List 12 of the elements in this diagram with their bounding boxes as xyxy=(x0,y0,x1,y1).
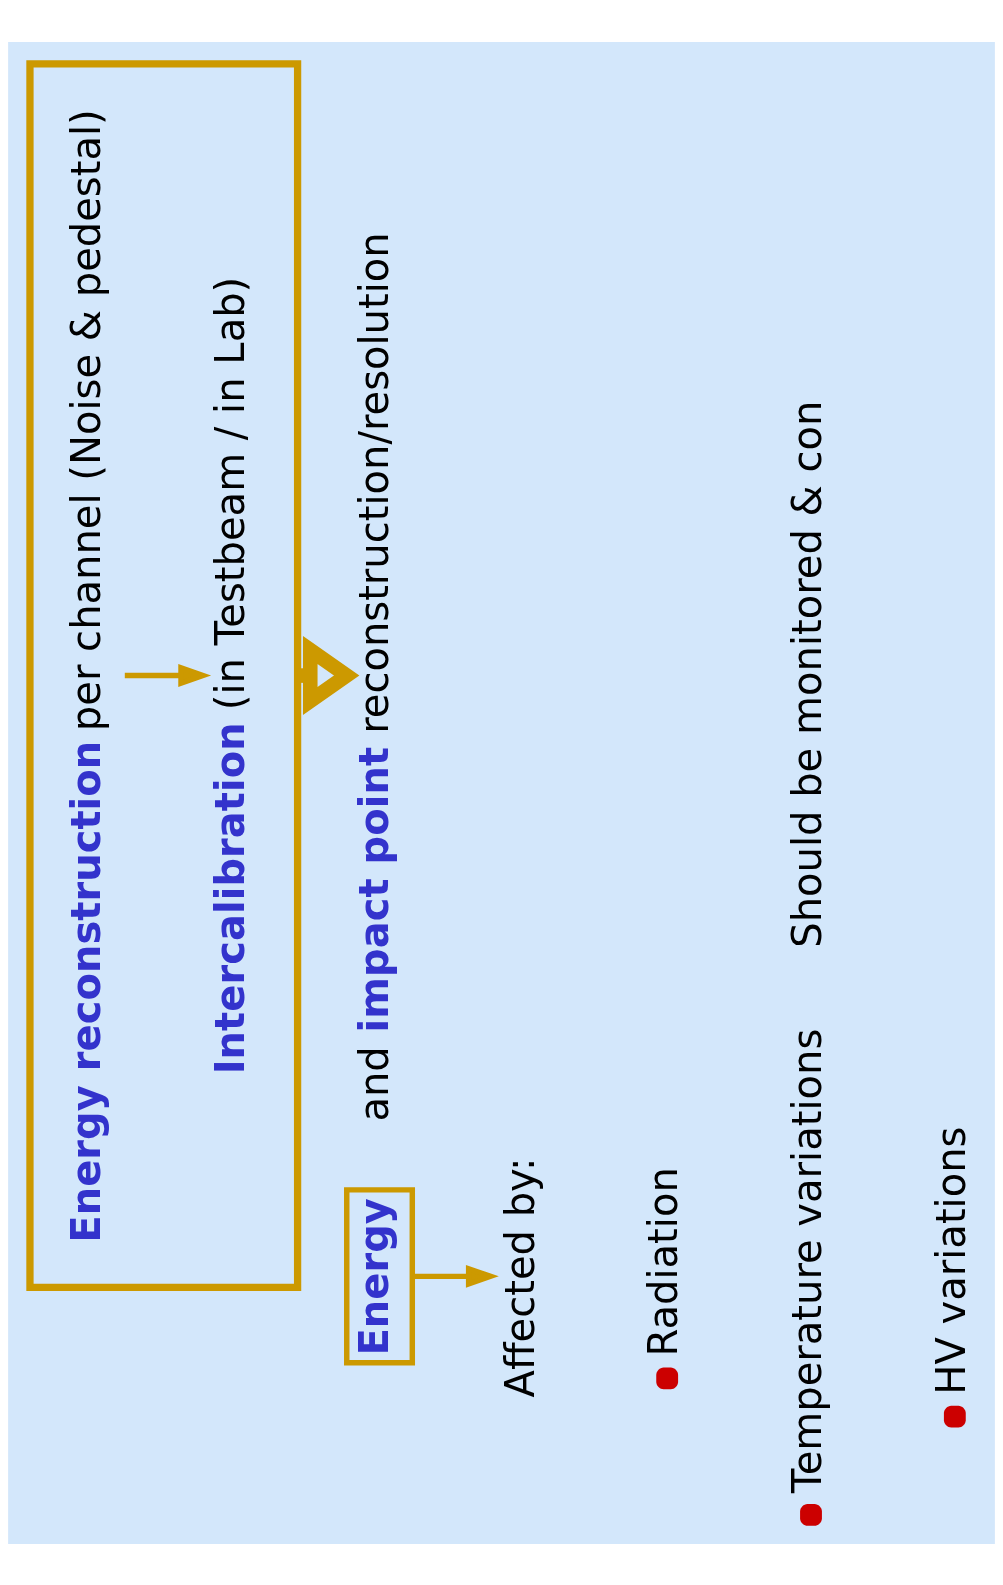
node-label: Temperature variations xyxy=(784,1028,831,1493)
cluster xyxy=(26,59,302,1291)
node-text: and impact point reconstruction/resolution xyxy=(350,231,397,1122)
label: Should be monitored & con xyxy=(784,400,831,948)
node-text: Intercalibration (in Testbeam / in Lab) xyxy=(207,276,254,1074)
arrow xyxy=(124,663,212,687)
node-label: HV variations xyxy=(928,1126,975,1395)
arrow xyxy=(412,1264,499,1288)
node-box: Energy xyxy=(344,1186,416,1366)
node-label: Radiation xyxy=(640,1166,687,1356)
node-text: Affected by: xyxy=(496,1157,543,1397)
node-text: Energy reconstruction per channel (Noise & pedestal) xyxy=(63,108,110,1243)
